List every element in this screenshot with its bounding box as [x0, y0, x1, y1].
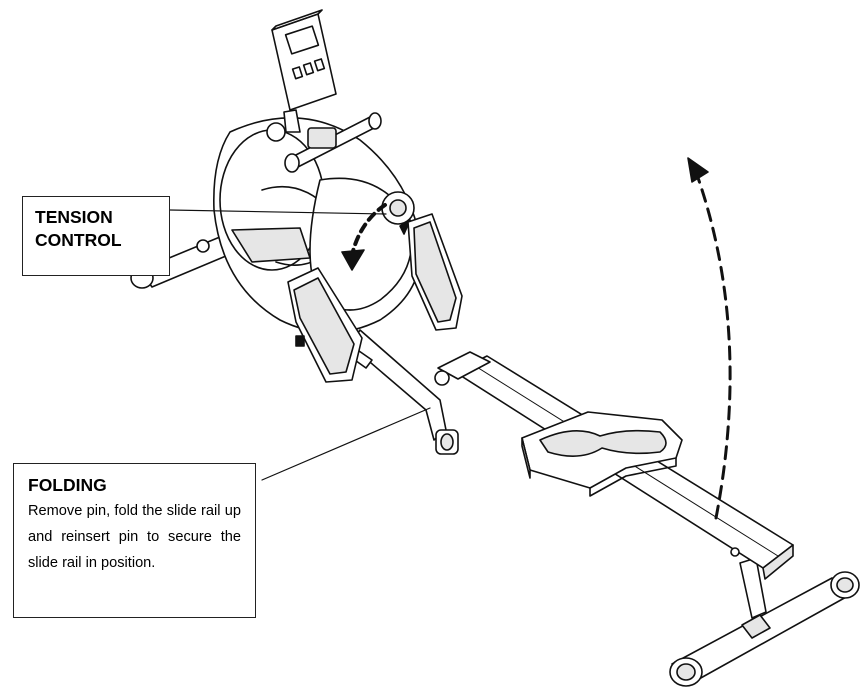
footrest-left — [287, 267, 363, 383]
rear-stabilizer — [669, 557, 860, 687]
tension-control-callout: TENSION CONTROL — [22, 196, 170, 276]
curved-dashed-arrow-down-icon — [350, 203, 387, 257]
footrest-right — [407, 213, 463, 331]
handlebar — [266, 112, 382, 173]
folding-title: FOLDING — [28, 475, 107, 495]
folding-instructions: Remove pin, fold the slide rail up and r… — [28, 503, 241, 571]
seat — [521, 411, 683, 497]
tension-label-line1: TENSION — [35, 207, 113, 227]
folding-leader-line — [261, 407, 431, 481]
rear-foot-right — [830, 571, 860, 599]
tension-leader-line — [169, 209, 387, 215]
tension-arrow — [341, 203, 387, 271]
rear-foot-left — [669, 657, 703, 687]
fold-arrow — [687, 157, 732, 520]
folding-callout: FOLDING Remove pin, fold the slide rail … — [13, 463, 256, 618]
tension-label-line2: CONTROL — [35, 230, 122, 250]
curved-dashed-arrow-up-icon — [694, 170, 732, 520]
monitor-console — [271, 9, 337, 133]
monitor-buttons — [291, 58, 326, 80]
